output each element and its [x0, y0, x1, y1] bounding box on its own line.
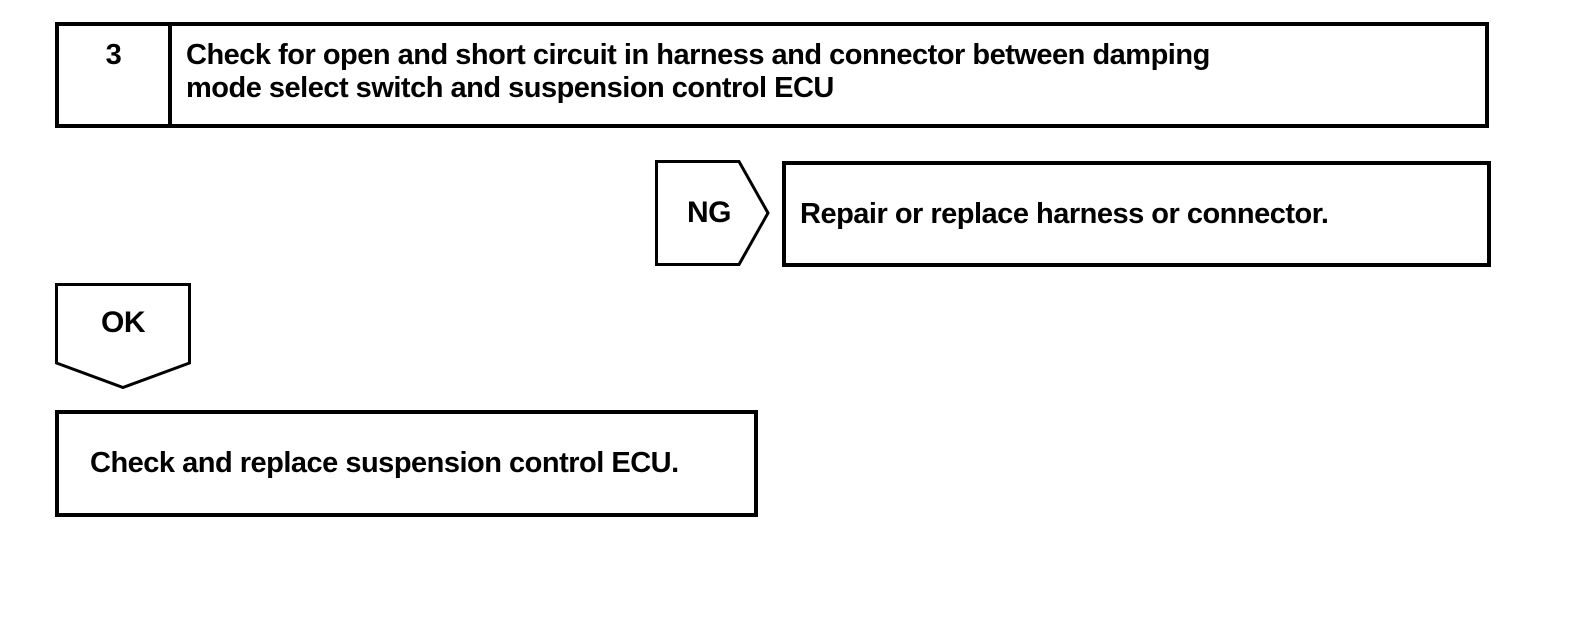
step-instruction: Check for open and short circuit in harn… [172, 26, 1226, 124]
ng-pentagon-shape [655, 160, 770, 266]
step-question-box: 3 Check for open and short circuit in ha… [55, 22, 1489, 128]
step-instruction-line-1: Check for open and short circuit in harn… [186, 39, 1210, 71]
ok-action-box: Check and replace suspension control ECU… [55, 410, 758, 517]
ng-action-box: Repair or replace harness or connector. [782, 161, 1491, 267]
ok-action-text: Check and replace suspension control ECU… [90, 447, 679, 479]
ok-pentagon-connector: OK [55, 283, 191, 389]
ng-action-text: Repair or replace harness or connector. [800, 197, 1329, 230]
ng-pentagon-connector: NG [655, 160, 770, 266]
ok-pentagon-shape [55, 283, 191, 389]
ok-label: OK [101, 306, 146, 339]
step-instruction-line-2: mode select switch and suspension contro… [186, 72, 834, 104]
ng-label: NG [687, 196, 732, 229]
step-number: 3 [59, 26, 172, 124]
